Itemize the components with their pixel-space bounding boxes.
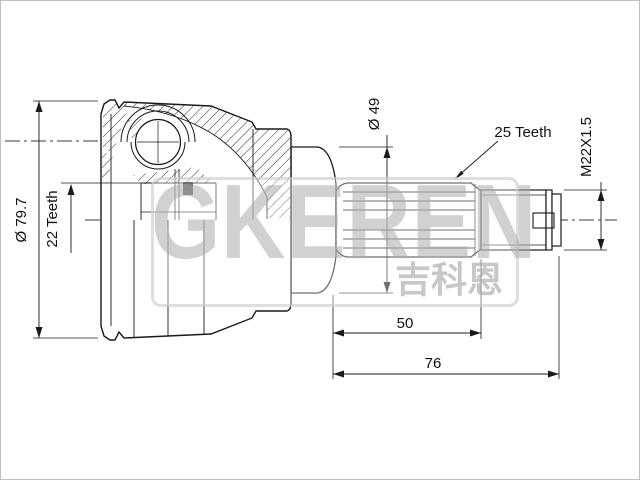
bearing-seat-flange — [290, 146, 337, 294]
spline-lines — [343, 191, 475, 249]
dim-seat-diameter: Ø 49 — [339, 98, 393, 294]
snap-ring — [183, 182, 193, 195]
label-inner-spline-teeth: 22 Teeth — [44, 190, 61, 247]
label-overall-length: 76 — [425, 355, 442, 372]
ball-and-cage — [120, 104, 196, 170]
label-spline-length: 50 — [397, 315, 414, 332]
spline-shaft — [335, 182, 482, 258]
label-seat-diameter: Ø 49 — [366, 98, 383, 131]
label-shaft-spline-teeth: 25 Teeth — [494, 124, 551, 141]
dim-shaft-spline-teeth: 25 Teeth — [454, 124, 552, 180]
dim-outer-diameter: Ø 79.7 — [13, 100, 98, 339]
dim-overall-length: 76 — [333, 256, 560, 379]
dim-spline-length: 50 — [332, 259, 482, 379]
dim-inner-spline-teeth: 22 Teeth — [44, 182, 214, 253]
thread-section — [480, 189, 562, 251]
label-thread-spec: M22X1.5 — [578, 117, 595, 177]
label-outer-diameter: Ø 79.7 — [13, 197, 30, 242]
dim-thread-spec: M22X1.5 — [564, 117, 607, 251]
